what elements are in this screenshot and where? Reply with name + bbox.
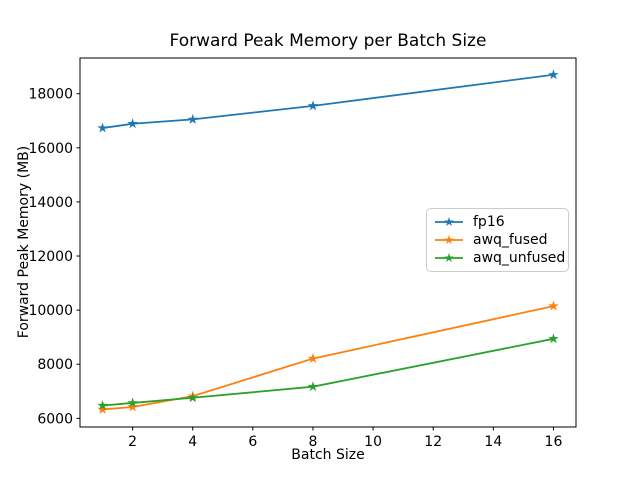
x-tick-label: 16 — [545, 434, 563, 450]
series-marker-fp16 — [548, 69, 559, 80]
series-marker-awq_unfused — [187, 392, 198, 403]
chart-title: Forward Peak Memory per Batch Size — [169, 31, 487, 51]
legend-label-fp16: fp16 — [473, 214, 505, 230]
legend-marker-awq_fused — [435, 235, 463, 245]
series-line-awq_unfused — [102, 337, 554, 407]
x-tick-label: 2 — [128, 434, 137, 450]
series-marker-awq_unfused — [127, 397, 138, 408]
legend-entry-awq_fused: awq_fused — [434, 231, 562, 249]
x-tick-label: 8 — [309, 434, 318, 450]
series-marker-fp16 — [187, 113, 198, 124]
x-tick-label: 10 — [364, 434, 382, 450]
x-tick-label: 12 — [424, 434, 442, 450]
x-tick-label: 6 — [248, 434, 257, 450]
y-tick-label: 18000 — [28, 87, 73, 103]
series-line-awq_fused — [102, 305, 554, 411]
y-tick-label: 6000 — [37, 411, 73, 427]
legend: fp16 awq_fused awq_unfused — [426, 208, 569, 272]
legend-label-awq_unfused: awq_unfused — [473, 250, 566, 266]
legend-marker-awq_unfused — [435, 253, 463, 263]
series-marker-awq_fused — [307, 353, 319, 364]
series-marker-fp16 — [307, 100, 319, 111]
series-marker-awq_fused — [97, 403, 108, 414]
series-marker-awq_unfused — [548, 333, 559, 344]
x-tick-label: 14 — [484, 434, 502, 450]
x-axis-label: Batch Size — [291, 447, 365, 463]
y-tick-label: 8000 — [37, 357, 73, 373]
series-marker-awq_fused — [127, 401, 138, 412]
y-tick-label: 12000 — [28, 249, 73, 265]
legend-entry-awq_unfused: awq_unfused — [434, 249, 566, 267]
series-marker-fp16 — [127, 118, 138, 129]
x-tick-label: 4 — [188, 434, 197, 450]
series-marker-awq_fused — [548, 300, 559, 311]
y-tick-label: 10000 — [28, 303, 73, 319]
y-tick-label: 14000 — [28, 195, 73, 211]
series-marker-awq_unfused — [307, 381, 319, 392]
axes-spines — [79, 57, 577, 428]
series-marker-awq_unfused — [97, 400, 108, 411]
legend-marker-fp16 — [435, 217, 463, 227]
legend-entry-fp16: fp16 — [434, 213, 562, 231]
y-tick-label: 16000 — [28, 141, 73, 157]
series-marker-fp16 — [97, 122, 108, 133]
series-line-fp16 — [102, 73, 554, 129]
legend-label-awq_fused: awq_fused — [473, 232, 548, 248]
